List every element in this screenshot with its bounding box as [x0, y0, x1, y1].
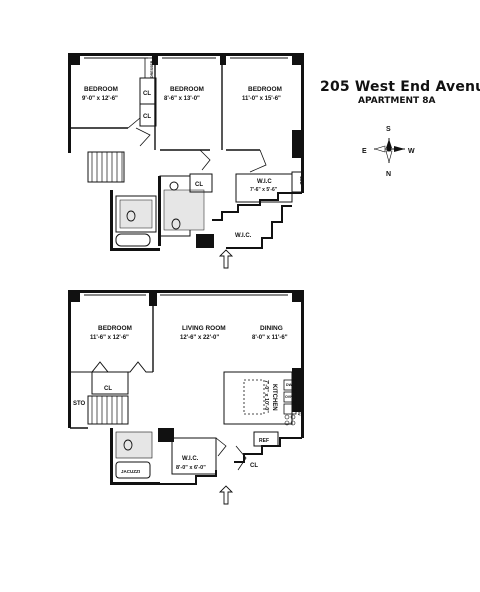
dining-label: DINING: [260, 325, 283, 332]
upper-wic-dims: 7'-6" x 5'-6": [250, 187, 278, 193]
dw-label: DW: [286, 383, 293, 387]
ovn-label: OVN: [285, 395, 293, 399]
compass-south: S: [386, 126, 391, 133]
upper-bedroom-2-label: BEDROOM: [170, 86, 204, 93]
compass-north: N: [386, 171, 391, 178]
upper-floor-plan: BEDROOM 9'-0" x 12'-6" BEDROOM 8'-6" x 1…: [68, 53, 304, 269]
upper-bedroom-1-dims: 9'-0" x 12'-6": [82, 96, 118, 102]
wasw-label: WASW: [297, 404, 301, 416]
upper-closet-a-label: CL: [143, 91, 151, 97]
dining-dims: 8'-0" x 11'-6": [252, 335, 288, 341]
living-room-dims: 12'-6" x 22'-0": [180, 335, 219, 341]
upper-washer-dryer-label: W/D: [299, 176, 304, 185]
compass-east: E: [362, 148, 367, 155]
lower-closet-b-label: CL: [250, 463, 258, 469]
lower-wic-label: W.I.C.: [182, 456, 199, 462]
upper-bedroom-3-dims: 11'-0" x 15'-6": [242, 96, 281, 102]
storage-label: STO: [73, 401, 86, 407]
lower-closet-a-label: CL: [104, 386, 112, 392]
upper-wic-2-label: W.I.C.: [235, 233, 252, 239]
address-title: 205 West End Avenue: [320, 79, 480, 95]
compass-west: W: [408, 148, 415, 155]
kitchen-dims: 7'-0" x 10'-0": [263, 380, 269, 413]
apartment-subtitle: APARTMENT 8A: [358, 96, 436, 106]
lower-bedroom-label: BEDROOM: [98, 325, 132, 332]
jacuzzi-label: JACUZZI: [121, 469, 140, 474]
lower-floor-plan: BEDROOM 11'-6" x 12'-6" LIVING ROOM 12'-…: [68, 290, 304, 505]
upper-dresser-label: DRESSER: [150, 60, 154, 78]
living-room-label: LIVING ROOM: [182, 325, 226, 332]
upper-bedroom-3-label: BEDROOM: [248, 86, 282, 93]
kitchen-label: KITCHEN: [271, 384, 277, 411]
lower-bedroom-dims: 11'-6" x 12'-6": [90, 335, 129, 341]
upper-wic-label: W.I.C: [257, 179, 272, 185]
upper-closet-c-label: CL: [195, 182, 203, 188]
upper-closet-b-label: CL: [143, 114, 151, 120]
compass-rose: S E W N: [362, 126, 415, 178]
upper-bedroom-1-label: BEDROOM: [84, 86, 118, 93]
ref-label: REF: [259, 438, 269, 444]
lower-wic-dims: 8'-0" x 6'-0": [176, 465, 206, 471]
upper-bedroom-2-dims: 8'-6" x 13'-0": [164, 96, 200, 102]
